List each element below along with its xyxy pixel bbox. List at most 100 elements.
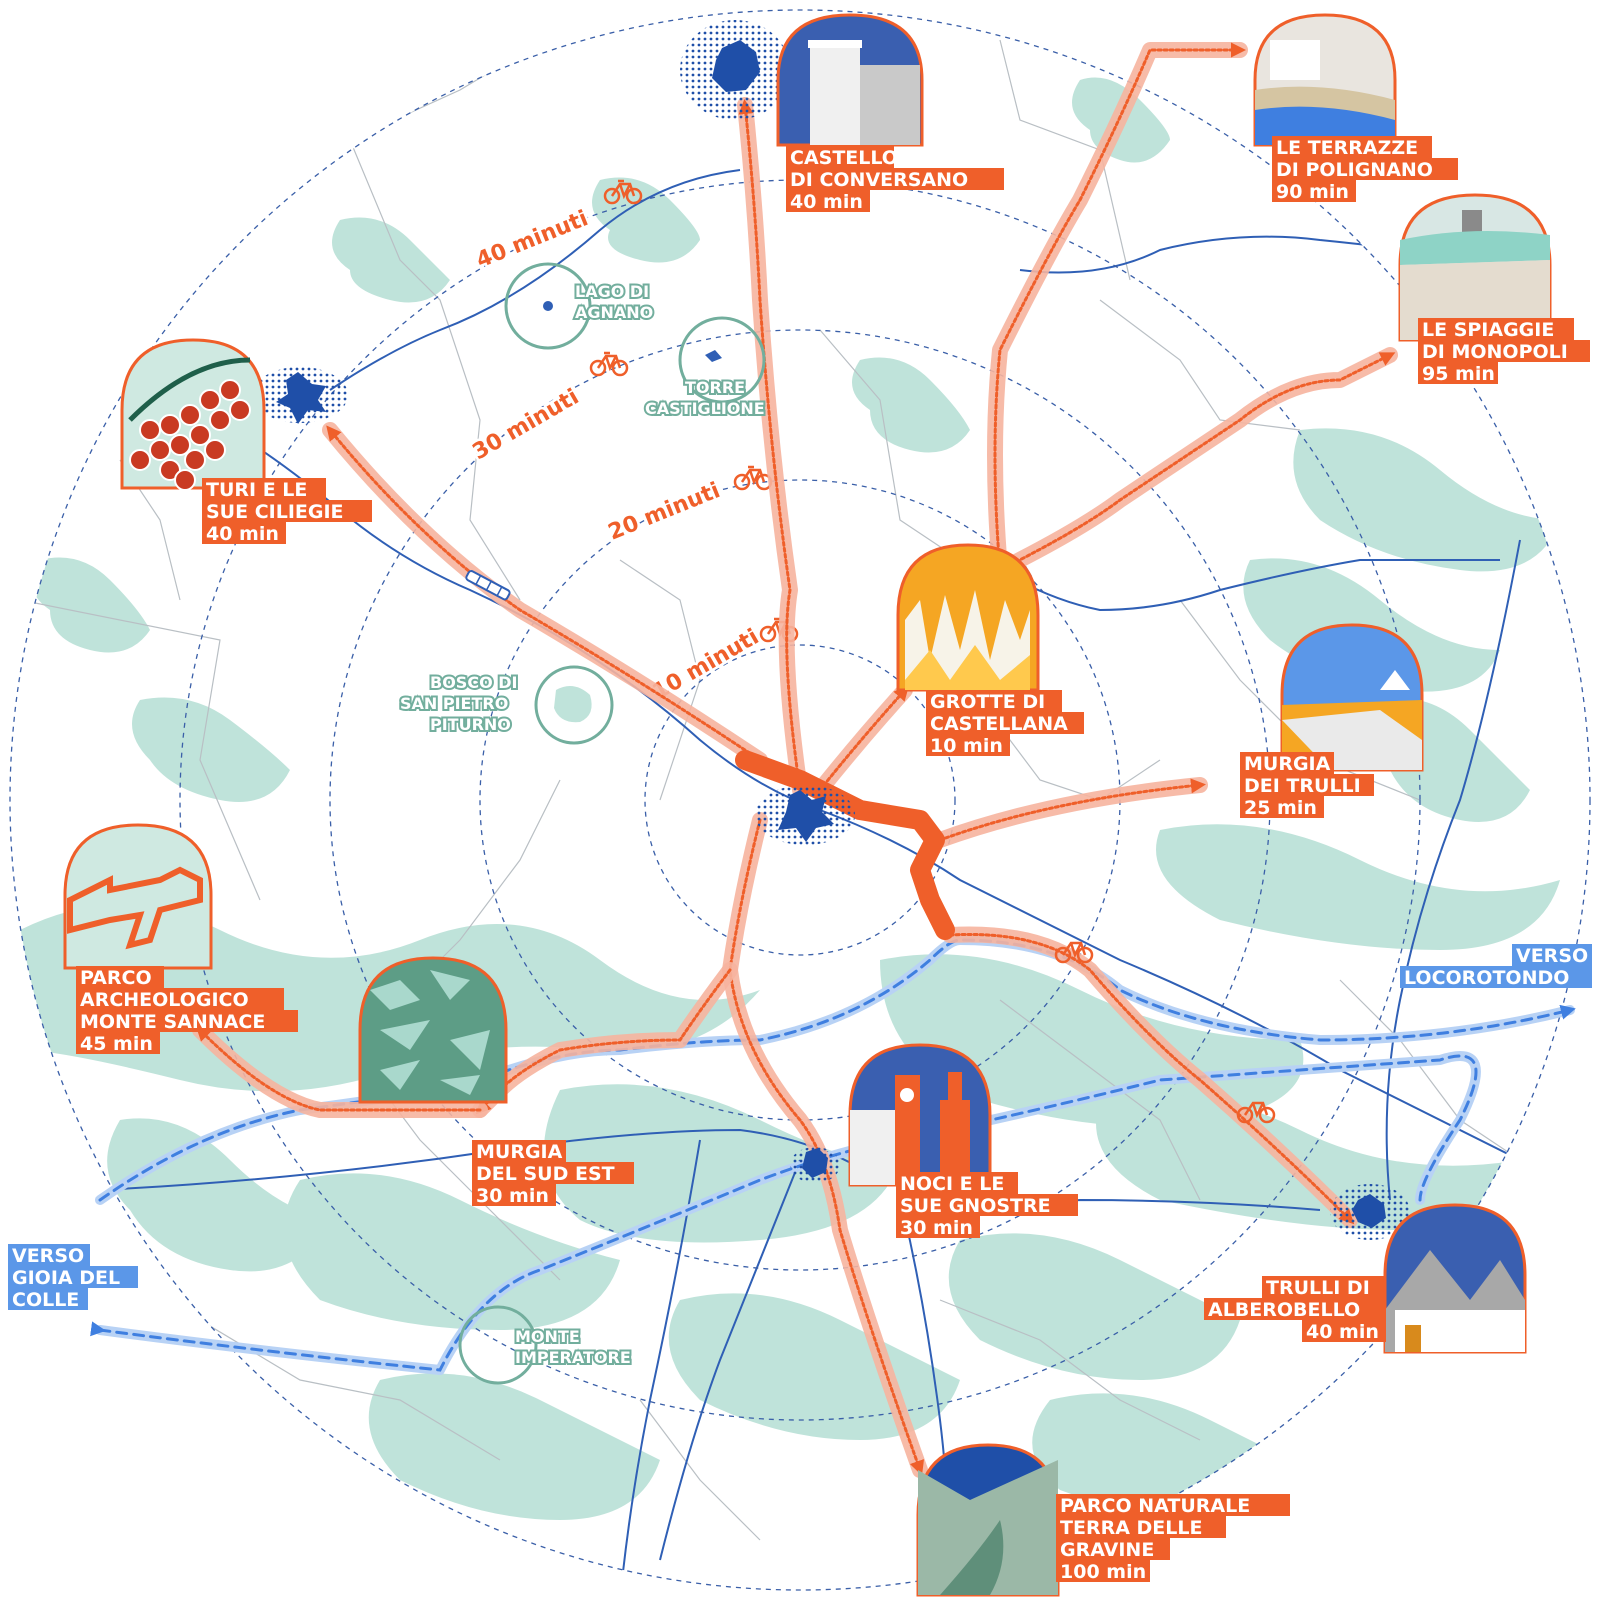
destination-name: ALBEROBELLO — [1208, 1299, 1360, 1321]
cycle-routes — [192, 42, 1398, 1478]
direction-gioia-del-colle[interactable]: VERSO GIOIA DEL COLLE — [8, 1244, 138, 1311]
destination-illustrations — [63, 13, 1552, 1597]
trulli-houses-icon — [1383, 1203, 1527, 1354]
poi-label-line: PITURNO — [430, 715, 511, 734]
direction-line: VERSO — [12, 1245, 84, 1267]
train-icon — [465, 570, 511, 601]
destination-name: DEI TRULLI — [1244, 775, 1361, 797]
route-conversano — [738, 99, 802, 792]
destination-name: TRULLI DI — [1266, 1277, 1370, 1299]
destination-name: SUE GNOSTRE — [900, 1195, 1051, 1217]
destination-name: MURGIA — [476, 1141, 563, 1163]
trulli-landscape-icon — [1280, 623, 1424, 772]
direction-locorotondo[interactable]: VERSO LOCOROTONDO — [1400, 944, 1592, 989]
poi-label-line: SAN PIETRO — [400, 694, 508, 713]
poi-label-line: BOSCO DI — [430, 673, 517, 692]
destination-name: PARCO — [80, 967, 152, 989]
destination-gravine[interactable]: PARCO NATURALE TERRA DELLE GRAVINE 100 m… — [1056, 1494, 1290, 1583]
route-grotte — [818, 685, 910, 792]
destination-time: 30 min — [476, 1185, 549, 1207]
poi-label-line: IMPERATORE — [515, 1348, 631, 1367]
destination-name: MURGIA — [1244, 753, 1331, 775]
destination-time: 100 min — [1060, 1561, 1146, 1583]
clock-tower-icon — [848, 1043, 992, 1187]
destination-turi[interactable]: TURI E LE SUE CILIEGIE 40 min — [202, 478, 372, 545]
destination-alberobello[interactable]: TRULLI DI ALBEROBELLO 40 min — [1204, 1276, 1386, 1343]
bicycle-icon — [1236, 1101, 1276, 1124]
poi-markers: LAGO DI AGNANO TORRE CASTIGLIONE BOSCO D… — [398, 262, 767, 1385]
route-sannace — [195, 1025, 482, 1112]
destination-name: ARCHEOLOGICO — [80, 989, 249, 1011]
destination-time: 45 min — [80, 1033, 153, 1055]
destination-name: CASTELLANA — [930, 713, 1068, 735]
destination-time: 40 min — [206, 523, 279, 545]
poi-label-line: LAGO DI — [575, 282, 649, 301]
direction-line: VERSO — [1516, 945, 1588, 967]
destination-conversano[interactable]: CASTELLO DI CONVERSANO 40 min — [786, 146, 1004, 213]
destination-name: LE TERRAZZE — [1276, 137, 1418, 159]
route-turi — [326, 425, 762, 762]
destination-name: DI CONVERSANO — [790, 169, 968, 191]
destination-name: GRAVINE — [1060, 1539, 1154, 1561]
forest-texture-icon — [358, 956, 508, 1104]
destination-name: CASTELLO — [790, 147, 898, 169]
poi-label-line: MONTE — [515, 1327, 580, 1346]
poi-label-line: TORRE — [685, 378, 745, 397]
direction-line: COLLE — [12, 1289, 79, 1311]
destination-murgia-trulli[interactable]: MURGIA DEI TRULLI 25 min — [1240, 752, 1374, 819]
destination-time: 30 min — [900, 1217, 973, 1239]
route-monopoli — [998, 352, 1396, 572]
destination-monopoli[interactable]: LE SPIAGGIE DI MONOPOLI 95 min — [1418, 318, 1590, 385]
destination-name: SUE CILIEGIE — [206, 501, 344, 523]
outer-boundary-ring — [9, 9, 1591, 1591]
destination-name: DEL SUD EST — [476, 1163, 615, 1185]
direction-line: GIOIA DEL — [12, 1267, 120, 1289]
ring-10 — [644, 644, 956, 956]
destination-grotte[interactable]: GROTTE DI CASTELLANA 10 min — [926, 690, 1084, 757]
destination-name: GROTTE DI — [930, 691, 1045, 713]
destination-time: 40 min — [1306, 1321, 1379, 1343]
destination-time: 40 min — [790, 191, 863, 213]
town-marker-turi — [252, 367, 348, 424]
destination-time: 25 min — [1244, 797, 1317, 819]
destination-name: MONTE SANNACE — [80, 1011, 265, 1033]
poi-monte-imperatore: MONTE IMPERATORE — [458, 1305, 633, 1385]
destination-sannace[interactable]: PARCO ARCHEOLOGICO MONTE SANNACE 45 min — [76, 966, 298, 1055]
destination-name: TERRA DELLE — [1060, 1517, 1202, 1539]
bicycle-icon — [1054, 941, 1094, 964]
town-marker-alberobello — [1330, 1184, 1410, 1240]
destination-name: NOCI E LE — [900, 1173, 1004, 1195]
ravine-mountains-icon — [916, 1443, 1060, 1597]
cherries-icon — [120, 338, 266, 491]
cave-stalactites-icon — [896, 543, 1040, 692]
town-marker-center — [755, 785, 855, 845]
destination-noci[interactable]: NOCI E LE SUE GNOSTRE 30 min — [896, 1172, 1078, 1239]
castle-tower-icon — [776, 13, 924, 147]
poi-label-line: CASTIGLIONE — [645, 399, 765, 418]
bicycle-icon — [589, 351, 629, 377]
route-murgia-trulli — [938, 778, 1206, 842]
poi-bosco-san-pietro: BOSCO DI SAN PIETRO PITURNO — [398, 665, 614, 745]
poi-torre-castiglione: TORRE CASTIGLIONE — [643, 316, 767, 420]
destination-polignano[interactable]: LE TERRAZZE DI POLIGNANO 90 min — [1272, 136, 1458, 203]
destination-time: 90 min — [1276, 181, 1349, 203]
destination-time: 95 min — [1422, 363, 1495, 385]
archaeological-ruins-icon — [63, 823, 213, 970]
direction-line: LOCOROTONDO — [1404, 967, 1569, 989]
route-murgia-sud-est — [475, 968, 732, 1115]
towns — [252, 20, 1410, 1240]
destination-name: DI MONOPOLI — [1422, 341, 1568, 363]
destination-time: 10 min — [930, 735, 1003, 757]
bicycle-icon — [603, 179, 643, 205]
town-marker-conversano — [680, 20, 790, 120]
poi-lago-agnano: LAGO DI AGNANO — [504, 262, 655, 350]
town-marker-noci — [790, 1147, 840, 1183]
cliff-town-icon — [1253, 13, 1397, 147]
destination-murgia-sud-est[interactable]: MURGIA DEL SUD EST 30 min — [472, 1140, 634, 1207]
route-alberobello — [948, 932, 1355, 1225]
destination-labels: CASTELLO DI CONVERSANO 40 min LE TERRAZZ… — [76, 136, 1590, 1583]
poi-label-line: AGNANO — [575, 303, 653, 322]
destination-name: DI POLIGNANO — [1276, 159, 1433, 181]
